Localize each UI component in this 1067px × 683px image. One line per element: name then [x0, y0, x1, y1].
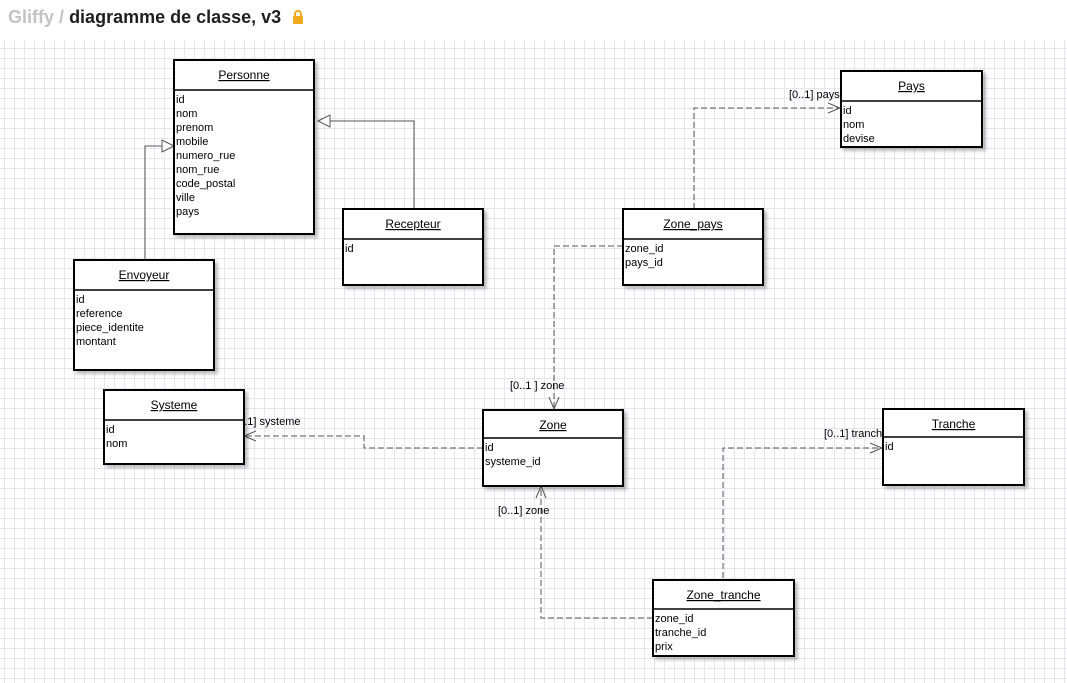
- class-title: Recepteur: [385, 217, 440, 231]
- association-zone-pays-to-pays: [0..1] pays: [693, 89, 842, 209]
- class-title: Personne: [218, 68, 270, 82]
- label-tranche-multiplicity: [0..1] tranche: [824, 428, 888, 440]
- class-box: [342, 208, 484, 286]
- class-attribute: id: [106, 424, 115, 436]
- class-attribute: numero_rue: [176, 150, 235, 162]
- class-box: [882, 408, 1025, 486]
- class-attribute: id: [485, 442, 494, 454]
- generalization-recepteur-personne: [316, 114, 415, 209]
- class-attribute: nom: [176, 108, 197, 120]
- app-name-link[interactable]: Gliffy: [8, 7, 55, 27]
- class-title: Tranche: [932, 417, 976, 431]
- class-zone-pays[interactable]: Zone_pays zone_id pays_id: [622, 208, 764, 286]
- class-title: Pays: [898, 79, 925, 93]
- class-attribute: zone_id: [655, 613, 694, 625]
- class-attribute: systeme_id: [485, 456, 541, 468]
- class-attribute: piece_identite: [76, 322, 144, 334]
- class-box: [840, 70, 983, 148]
- class-attribute: zone_id: [625, 243, 664, 255]
- class-attribute: reference: [76, 308, 122, 320]
- class-box: [482, 409, 624, 487]
- class-attribute: pays_id: [625, 257, 663, 269]
- class-attribute: tranche_id: [655, 627, 706, 639]
- lock-icon[interactable]: [292, 8, 304, 29]
- label-pays-multiplicity: [0..1] pays: [789, 89, 840, 101]
- class-attribute: nom: [106, 438, 127, 450]
- class-attribute: pays: [176, 206, 200, 218]
- association-zone-tranche-to-tranche: [0..1] tranche: [722, 428, 888, 578]
- class-box: [103, 389, 245, 465]
- class-recepteur[interactable]: Recepteur id: [342, 208, 484, 286]
- label-systeme-multiplicity: [1..1] systeme: [232, 416, 300, 428]
- class-attribute: ville: [176, 192, 195, 204]
- class-zone[interactable]: Zone id systeme_id: [482, 409, 624, 487]
- class-box: [652, 579, 795, 657]
- label-zone-multiplicity-bottom: [0..1] zone: [498, 505, 549, 517]
- header-bar: Gliffy / diagramme de classe, v3: [0, 0, 1067, 40]
- class-attribute: id: [885, 441, 894, 453]
- class-attribute: mobile: [176, 136, 208, 148]
- class-attribute: devise: [843, 133, 875, 145]
- association-zone-tranche-to-zone: [0..1] zone: [498, 484, 653, 619]
- class-attribute: id: [176, 94, 185, 106]
- class-title: Systeme: [151, 398, 198, 412]
- diagram-canvas[interactable]: [0..1] pays [0..1 ] zone [1..1] systeme …: [0, 40, 1067, 683]
- class-box: [173, 59, 315, 235]
- class-attribute: prix: [655, 641, 673, 653]
- generalization-envoyeur-personne: [144, 139, 176, 260]
- class-attribute: prenom: [176, 122, 213, 134]
- class-attribute: code_postal: [176, 178, 235, 190]
- class-title: Zone_tranche: [686, 588, 760, 602]
- class-title: Zone_pays: [663, 217, 722, 231]
- document-title: Gliffy / diagramme de classe, v3: [8, 7, 304, 29]
- class-tranche[interactable]: Tranche id: [882, 408, 1025, 486]
- class-systeme[interactable]: Systeme id nom: [103, 389, 245, 465]
- class-personne[interactable]: Personne id nom prenom mobile numero_rue nom_r…: [173, 59, 315, 235]
- association-zone-pays-to-zone: [0..1 ] zone: [510, 245, 623, 411]
- class-box: [622, 208, 764, 286]
- class-attribute: montant: [76, 336, 116, 348]
- class-attribute: nom_rue: [176, 164, 219, 176]
- diagram-title: diagramme de classe, v3: [69, 7, 282, 27]
- association-zone-to-systeme: [1..1] systeme: [232, 416, 483, 449]
- breadcrumb-separator: /: [59, 7, 65, 27]
- class-pays[interactable]: Pays id nom devise: [840, 70, 983, 148]
- class-attribute: id: [843, 105, 852, 117]
- uml-diagram: [0..1] pays [0..1 ] zone [1..1] systeme …: [73, 59, 1025, 657]
- class-box: [73, 259, 215, 371]
- class-title: Zone: [539, 418, 567, 432]
- class-attribute: id: [76, 294, 85, 306]
- class-attribute: nom: [843, 119, 864, 131]
- class-title: Envoyeur: [119, 268, 170, 282]
- label-zone-multiplicity-top: [0..1 ] zone: [510, 380, 564, 392]
- class-attribute: id: [345, 243, 354, 255]
